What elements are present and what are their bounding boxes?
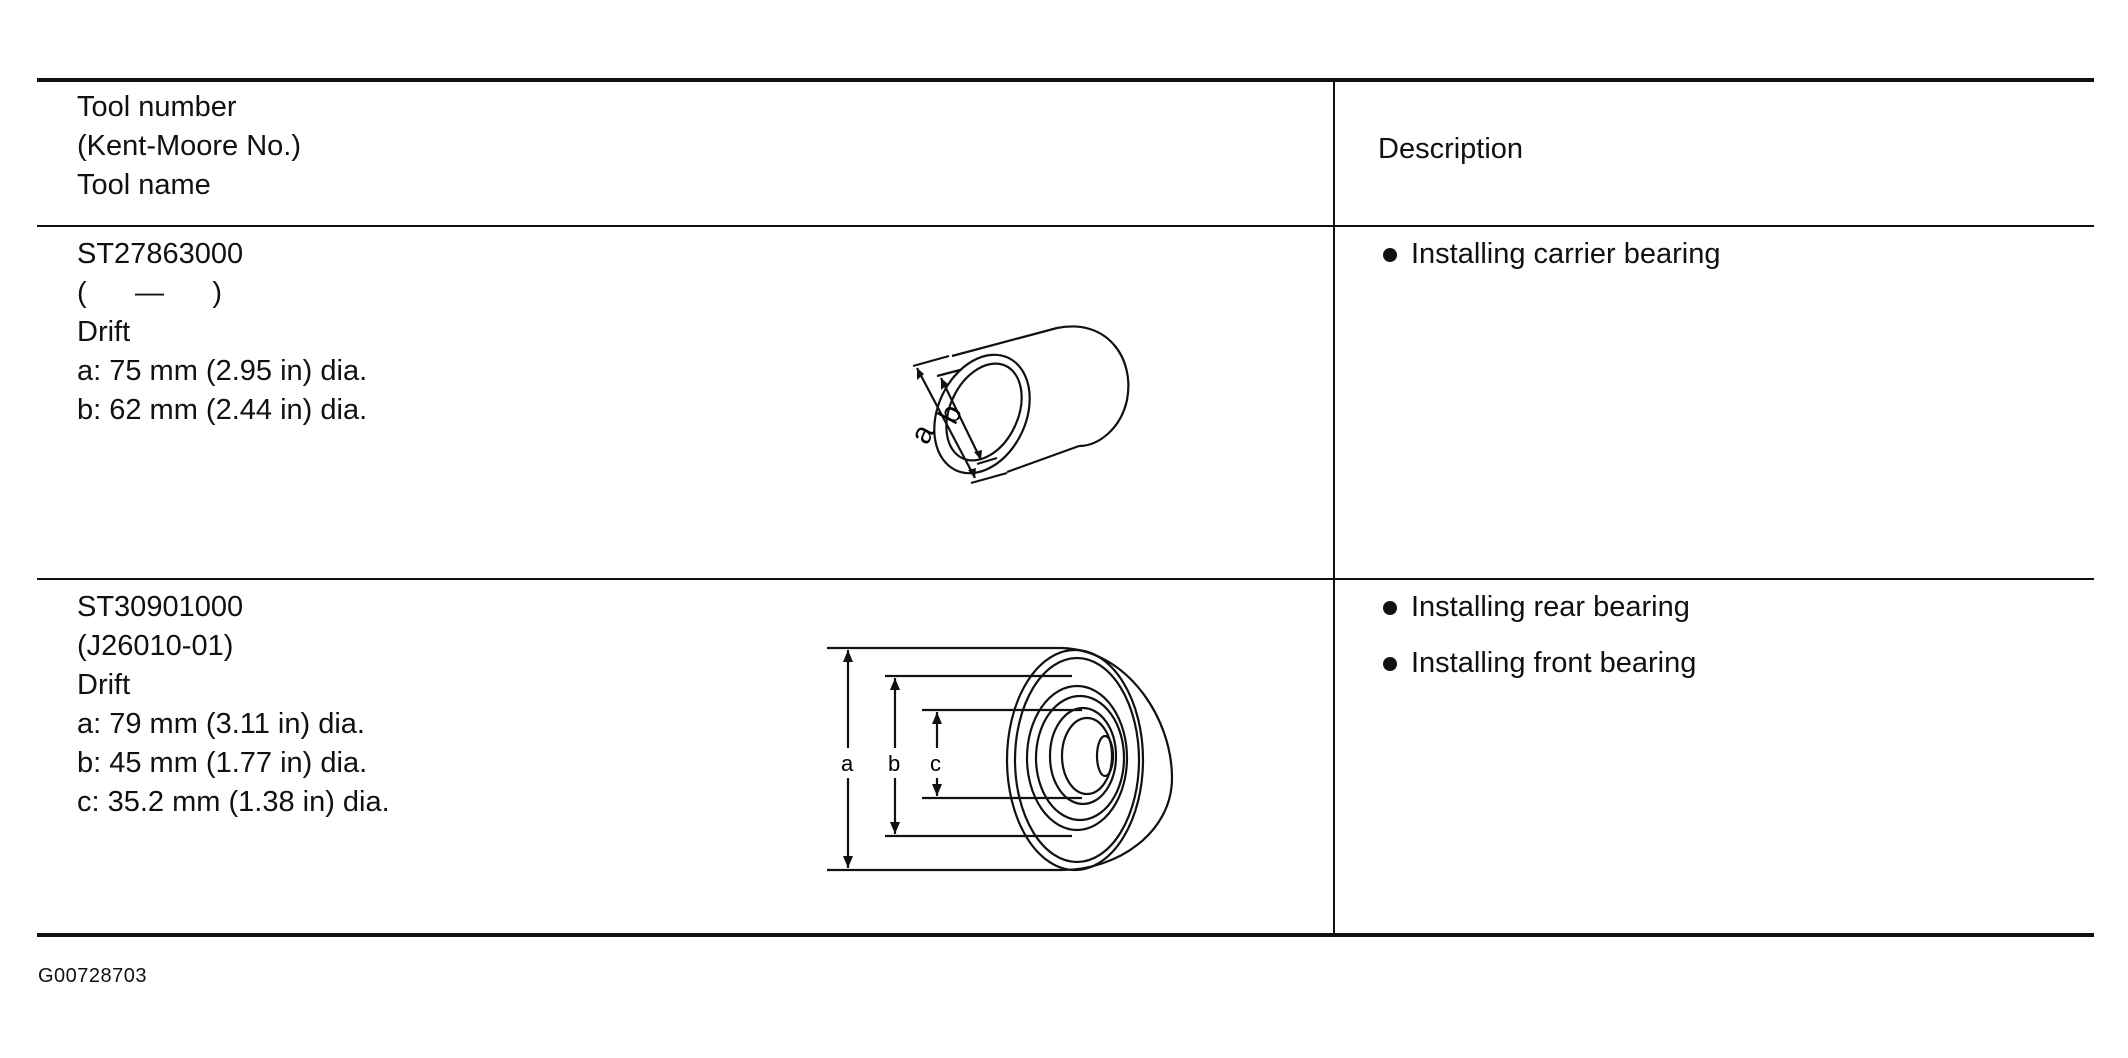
header-tool-column: Tool number (Kent-Moore No.) Tool name <box>77 88 301 205</box>
drift-stepped-figure: a b c <box>827 646 1174 872</box>
row-tool-name: Drift <box>77 316 131 348</box>
table-top-rule <box>37 78 2094 82</box>
row-tool-name: Drift <box>77 669 131 701</box>
header-tool-name: Tool name <box>77 169 211 201</box>
row-dimension-c: c: 35.2 mm (1.38 in) dia. <box>77 786 390 818</box>
header-kent-moore: (Kent-Moore No.) <box>77 130 302 162</box>
row-dimension-a: a: 75 mm (2.95 in) dia. <box>77 355 368 387</box>
bullet-icon <box>1383 247 1397 262</box>
description-text: Installing rear bearing <box>1411 591 1690 623</box>
header-bottom-rule <box>37 225 2094 227</box>
description-item: Installing rear bearing <box>1383 588 1690 627</box>
bullet-icon <box>1383 600 1397 615</box>
figure-label-b: b <box>888 751 900 776</box>
description-text: Installing front bearing <box>1411 647 1697 679</box>
header-description: Description <box>1378 133 1524 165</box>
row-dimension-a: a: 79 mm (3.11 in) dia. <box>77 708 365 740</box>
figure-label-a: a <box>904 419 941 450</box>
row-kent-moore: (J26010-01) <box>77 630 234 662</box>
description-text: Installing carrier bearing <box>1411 238 1721 270</box>
table-bottom-rule <box>37 933 2094 937</box>
row-divider-rule <box>37 578 2094 580</box>
column-divider <box>1333 80 1335 935</box>
row-tool-number: ST27863000 <box>77 238 244 270</box>
row-kent-moore: ( — ) <box>77 277 222 309</box>
row-dimension-b: b: 62 mm (2.44 in) dia. <box>77 394 368 426</box>
header-tool-number: Tool number <box>77 91 237 123</box>
table-row: ST30901000 (J26010-01) Drift a: 79 mm (3… <box>77 588 390 822</box>
description-item: Installing carrier bearing <box>1383 235 1720 274</box>
table-row: ST27863000 ( — ) Drift a: 75 mm (2.95 in… <box>77 235 367 430</box>
description-item: Installing front bearing <box>1383 644 1696 683</box>
figure-code: G00728703 <box>38 965 148 987</box>
drift-tube-figure: a b <box>904 325 1130 485</box>
figure-label-a: a <box>841 751 854 776</box>
row-tool-number: ST30901000 <box>77 591 244 623</box>
row-dimension-b: b: 45 mm (1.77 in) dia. <box>77 747 368 779</box>
figure-label-c: c <box>930 751 941 776</box>
bullet-icon <box>1383 656 1397 671</box>
